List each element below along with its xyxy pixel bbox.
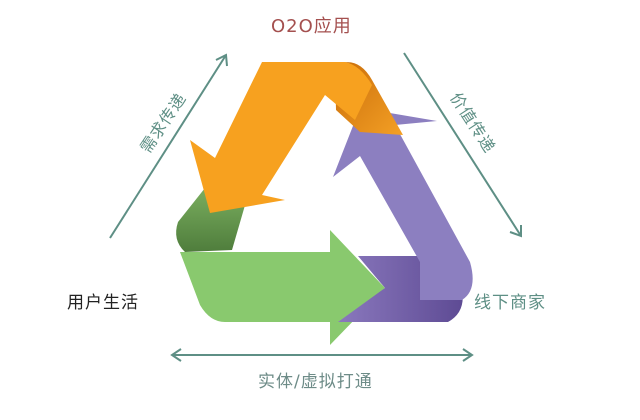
node-offline-merchant: 线下商家 (474, 293, 546, 313)
green-arrow (180, 230, 385, 345)
edge-label-bridge: 实体/虚拟打通 (258, 372, 373, 392)
bridge-double-arrow-line (170, 348, 474, 362)
diagram-title: O2O应用 (271, 16, 352, 37)
node-user-life: 用户生活 (67, 293, 139, 313)
demand-arrow-line (109, 53, 228, 239)
value-arrow-line (403, 52, 522, 238)
purple-arrow (333, 108, 473, 300)
orange-arrow (190, 62, 372, 213)
